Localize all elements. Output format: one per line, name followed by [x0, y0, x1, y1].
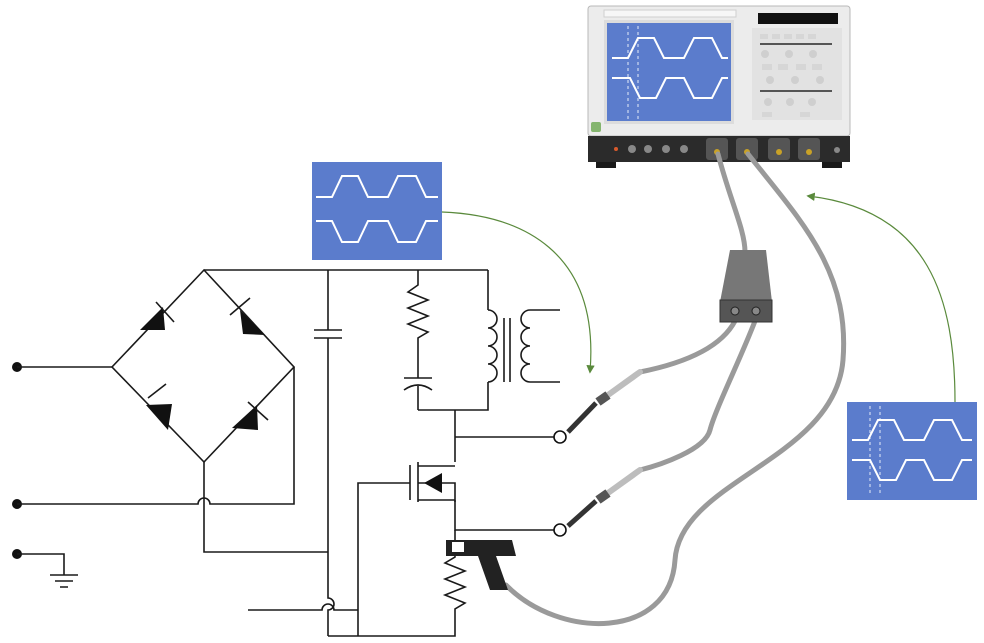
ground-icon — [50, 574, 78, 588]
bridge-rectifier — [110, 268, 328, 553]
brand-logo-icon — [591, 122, 601, 132]
annotation-arrow — [441, 211, 595, 374]
voltage-probe-source[interactable] — [566, 467, 643, 528]
diode-icon — [232, 401, 269, 430]
mosfet — [357, 462, 456, 636]
oscilloscope-screen — [607, 23, 731, 121]
bulk-capacitor — [314, 270, 342, 636]
diode-icon — [229, 297, 265, 335]
input-terminals — [12, 362, 295, 575]
control-panel — [752, 13, 842, 120]
channel-4-input[interactable] — [798, 138, 820, 160]
diode-icon — [146, 383, 172, 430]
circuit-schematic — [12, 268, 567, 637]
oscilloscope — [587, 5, 851, 168]
sense-resistor — [328, 530, 468, 637]
differential-probe — [719, 250, 773, 323]
source-test-point[interactable] — [553, 523, 567, 537]
voltage-probe-drain[interactable] — [566, 369, 643, 434]
annotation-arrow — [806, 192, 956, 403]
waveform-inset-current — [847, 402, 977, 500]
waveform-inset-drain — [312, 162, 442, 260]
snubber-network — [403, 270, 433, 410]
probe-cables — [503, 151, 847, 627]
drain-test-point[interactable] — [553, 430, 567, 444]
transformer — [418, 270, 560, 411]
current-probe[interactable] — [446, 540, 516, 590]
channel-3-input[interactable] — [768, 138, 790, 160]
diode-icon — [140, 301, 175, 330]
